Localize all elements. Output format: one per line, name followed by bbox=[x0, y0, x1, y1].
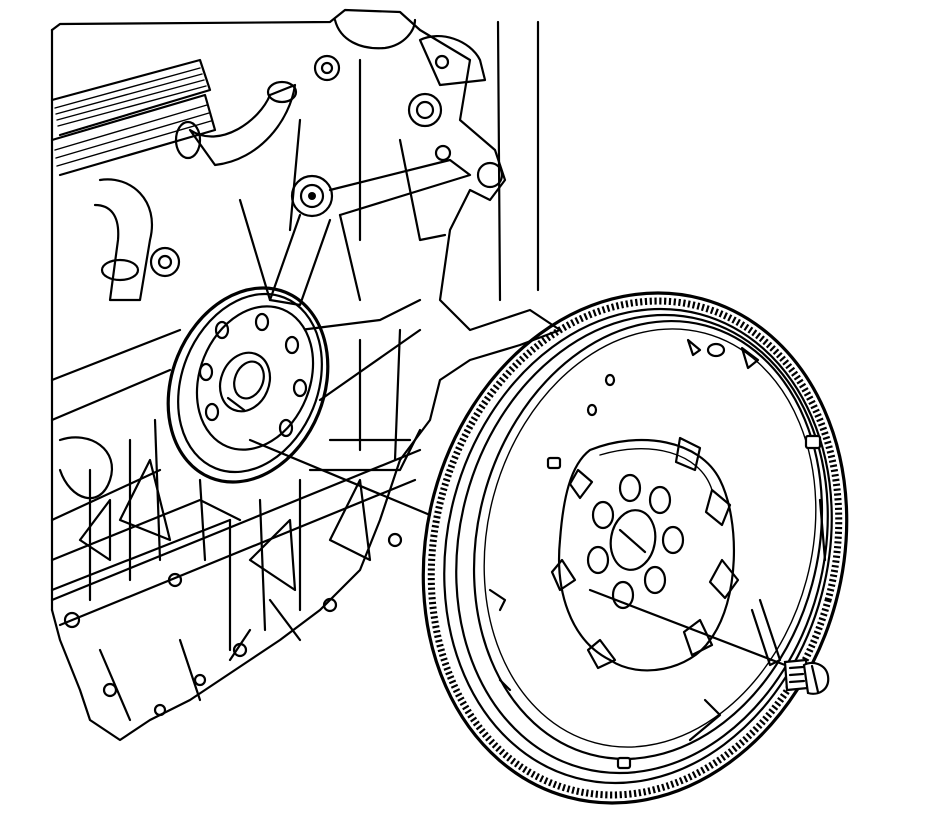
crankshaft-rear-seal bbox=[166, 286, 330, 484]
flywheel-hub bbox=[550, 436, 740, 672]
flywheel-ring-gear bbox=[421, 291, 849, 805]
crankshaft-rear-flange bbox=[195, 305, 315, 451]
coolant-hose bbox=[93, 80, 298, 302]
engine-block bbox=[50, 8, 562, 742]
flywheel bbox=[421, 291, 849, 805]
flywheel-bolt bbox=[783, 658, 830, 695]
oil-cooler bbox=[50, 58, 217, 177]
alignment-lines bbox=[248, 438, 787, 667]
